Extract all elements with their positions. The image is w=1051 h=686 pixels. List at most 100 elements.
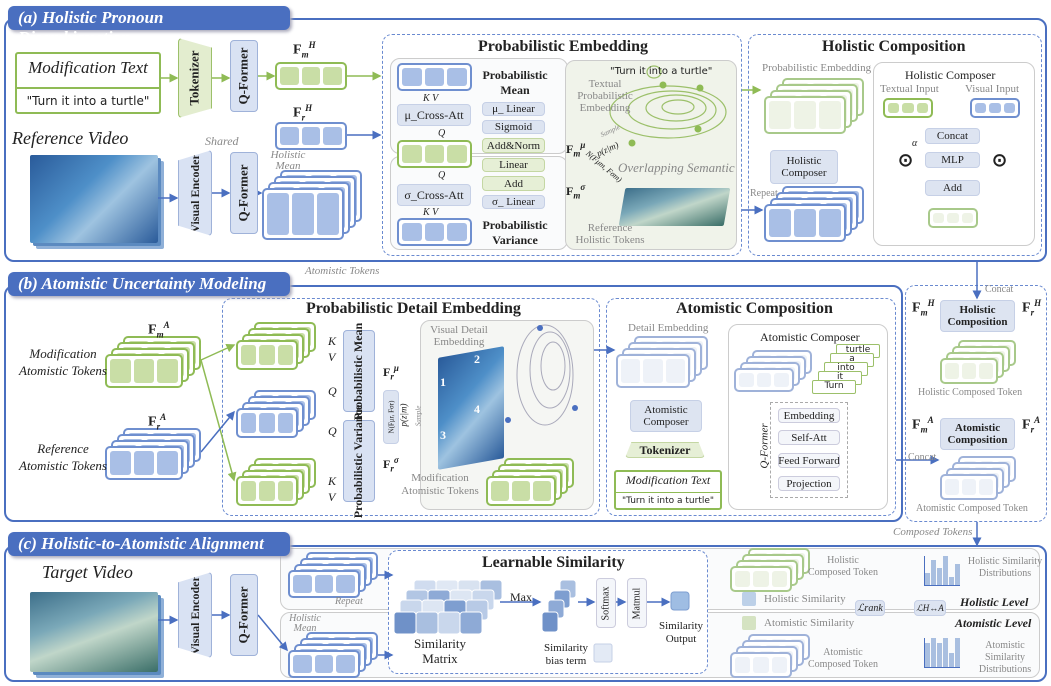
distribution-bar	[925, 572, 930, 585]
holistic-similarity-label: Holistic Similarity	[764, 593, 846, 605]
token-cell	[979, 363, 993, 379]
token-cell	[491, 481, 509, 501]
visual-detail-patches	[438, 346, 504, 470]
token-cell	[447, 145, 468, 163]
learnable-similarity-title: Learnable Similarity	[482, 554, 625, 571]
f-m-sigma-label: Fmσ	[566, 182, 586, 201]
probabilistic-embedding-panel	[382, 34, 742, 256]
patch-number-1: 1	[440, 375, 446, 389]
token-card	[236, 408, 298, 438]
detail-mod-tokens-kv-2	[236, 458, 316, 506]
atomistic-mod-text-box: Modification Text "Turn it into a turtle…	[614, 470, 722, 510]
token-cell	[916, 103, 928, 113]
right-atomistic-composition: Atomistic Composition	[940, 418, 1015, 450]
atomistic-distribution-chart	[924, 638, 960, 668]
holistic-composed-token-label: Holistic Composed Token	[918, 387, 1023, 398]
target-repeat-label: Repeat	[335, 596, 363, 607]
mod-atomistic-token-stack	[105, 336, 201, 388]
distribution-bar	[937, 568, 942, 585]
token-cell	[753, 571, 769, 587]
token-card	[105, 354, 183, 388]
token-cell	[888, 103, 900, 113]
token-cell	[314, 575, 334, 593]
overlapping-semantic-label: Overlapping Semantic	[618, 160, 735, 175]
c-atomistic-composed-stack	[730, 634, 810, 678]
patch-number-2: 2	[474, 352, 480, 366]
similarity-output-label: Similarity Output	[659, 620, 703, 645]
multiply-left-icon: ⊙	[898, 150, 914, 170]
token-cell	[947, 213, 959, 223]
token-cell	[771, 571, 787, 587]
token-cell	[512, 481, 530, 501]
detail-prob-mean-block: Probabilistic Mean	[343, 322, 375, 420]
c-holistic-composed-stack	[730, 548, 810, 592]
token-cell	[769, 101, 791, 129]
k-label-2: K	[328, 474, 337, 488]
token-cell	[336, 655, 356, 673]
token-cell	[133, 451, 155, 475]
holistic-composition-title: Holistic Composition	[822, 38, 966, 55]
distribution-bar	[943, 638, 948, 667]
atomistic-mod-text-title: Modification Text	[625, 473, 711, 487]
token-card	[288, 570, 360, 598]
mu-cross-att: μ_Cross-Att	[397, 104, 471, 126]
visual-encoder-block: Visual Encoder	[178, 150, 212, 236]
repeated-video-tokens	[764, 186, 864, 242]
token-card	[940, 474, 998, 500]
concat-bottom-label: Concat	[908, 452, 937, 463]
detail-mod-atomistic-stack	[486, 458, 574, 506]
tokenizer-block: Tokenizer	[178, 38, 212, 118]
qformer-text-block: Q-Former	[230, 40, 258, 112]
token-cell	[280, 67, 299, 85]
similarity-bias-label: Similarity bias term	[544, 642, 588, 667]
concat-top-label: Concat	[985, 284, 1014, 295]
f-r-a-label: FrA	[148, 412, 167, 432]
ref-atomistic-token-stack	[105, 428, 201, 480]
textual-input-label: Textual Input	[880, 83, 939, 95]
v-label-2: V	[328, 490, 336, 504]
token-cell	[989, 103, 1001, 113]
composition-outputs-panel	[905, 285, 1047, 522]
token-card	[730, 566, 792, 592]
atomistic-composition-panel	[606, 298, 896, 516]
token-cell	[533, 481, 551, 501]
tokenizer-label: Tokenizer	[187, 50, 203, 106]
target-repeat-stack	[288, 552, 378, 598]
holistic-distributions-label: Holistic Similarity Distributions	[967, 556, 1043, 579]
reference-holistic-map	[618, 188, 731, 226]
mu-linear: μ_ Linear	[482, 102, 545, 116]
sigmoid: Sigmoid	[482, 120, 545, 134]
distribution-bar	[949, 652, 954, 667]
self-att-op: Self-Att	[778, 430, 840, 445]
token-cell	[301, 67, 321, 85]
token-cell	[665, 359, 685, 383]
holistic-similarity-swatch	[742, 592, 756, 606]
atomistic-tokenizer-block: Tokenizer	[625, 442, 705, 458]
projection-op: Projection	[778, 476, 840, 491]
token-cell	[133, 359, 155, 383]
mod-atomistic-tokens-label: Modification Atomistic Tokens	[19, 346, 107, 378]
token-cell	[819, 101, 841, 129]
similarity-matrix-label: Similarity Matrix	[414, 636, 466, 666]
token-cell	[962, 363, 976, 379]
token-cell	[424, 68, 445, 86]
normal-distribution-box: N(Fμr, Fσr)	[383, 390, 399, 444]
q-label-top: Q	[438, 128, 446, 139]
detail-sample-label: Sample	[414, 405, 423, 427]
add-norm: Add&Norm	[482, 138, 545, 153]
atomistic-qformer-label: Q-Former	[758, 423, 771, 469]
l-ha-loss: ℒH↔A	[914, 600, 946, 616]
atomistic-composition-title: Atomistic Composition	[676, 300, 833, 317]
atomistic-qformer-frame	[770, 402, 848, 498]
token-card	[262, 188, 344, 240]
q-label-2: Q	[328, 424, 337, 438]
token-card	[734, 368, 794, 392]
token-cell	[157, 359, 179, 383]
prob-variance-label: Probabilistic Variance	[482, 218, 548, 247]
token-cell	[424, 223, 445, 241]
detail-p-z-m-label: p(z|m)	[398, 403, 409, 427]
composer-visual-stack	[734, 350, 812, 392]
token-cell	[735, 657, 751, 673]
token-cell	[739, 373, 754, 387]
detail-embedding-label: Detail Embedding	[628, 322, 709, 334]
